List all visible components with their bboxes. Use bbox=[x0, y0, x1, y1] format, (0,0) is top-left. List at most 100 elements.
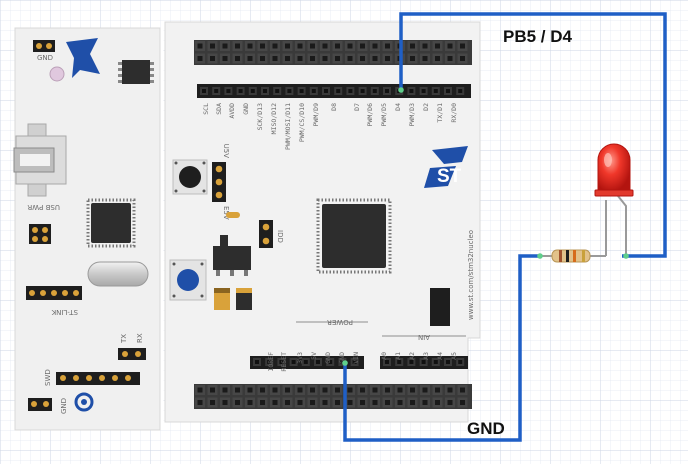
header-pin-hole bbox=[275, 89, 280, 93]
morpho-pin-hole bbox=[297, 56, 303, 61]
morpho-pin-hole bbox=[197, 43, 203, 49]
pin-label: A4 bbox=[436, 352, 444, 360]
pin-label: PWM/CS/D10 bbox=[298, 103, 306, 142]
header-pin-hole bbox=[421, 360, 426, 364]
header-pin-hole bbox=[311, 89, 316, 93]
header-pin-hole bbox=[409, 360, 414, 364]
morpho-pin-hole bbox=[410, 43, 415, 49]
morpho-pin-hole bbox=[247, 56, 253, 61]
pin-label: SCL bbox=[202, 103, 210, 115]
morpho-pin-hole bbox=[222, 56, 228, 61]
morpho-pin-hole bbox=[335, 56, 340, 61]
pin-label: 3V3 bbox=[296, 352, 304, 364]
pin-label: D7 bbox=[353, 103, 361, 111]
stlink-eeprom bbox=[118, 60, 154, 84]
header-pin-hole bbox=[397, 360, 402, 364]
morpho-pin-hole bbox=[410, 387, 415, 393]
header-pin-hole bbox=[360, 89, 365, 93]
header-pin-hole bbox=[348, 89, 353, 93]
pin-label: RESET bbox=[280, 352, 288, 372]
pin-label: A1 bbox=[394, 352, 402, 360]
pin-label: VIN bbox=[352, 352, 360, 364]
wire-pb5-to-led bbox=[399, 12, 667, 258]
morpho-pin-hole bbox=[272, 400, 278, 405]
st-logo-text: ST bbox=[437, 166, 462, 187]
morpho-pin-hole bbox=[197, 400, 203, 405]
power-select-jumper bbox=[212, 162, 226, 202]
morpho-pin-hole bbox=[210, 387, 215, 393]
header-pin-hole bbox=[458, 89, 463, 93]
pin-label: GND bbox=[324, 352, 332, 364]
morpho-pin-hole bbox=[285, 43, 290, 49]
header-pin-hole bbox=[303, 360, 308, 364]
header-pin-hole bbox=[433, 89, 438, 93]
header-pin-hole bbox=[291, 360, 296, 364]
header-pin-hole bbox=[287, 89, 292, 93]
voltage-regulator bbox=[213, 235, 251, 276]
tx-label: TX bbox=[120, 334, 128, 344]
resistor-endpoint bbox=[537, 253, 543, 259]
stlink-swd-header bbox=[26, 286, 82, 300]
morpho-pin-hole bbox=[222, 400, 228, 405]
header-pin-hole bbox=[446, 89, 450, 93]
morpho-pin-hole bbox=[397, 387, 403, 393]
morpho-pin-hole bbox=[422, 400, 428, 405]
morpho-pin-hole bbox=[310, 43, 315, 49]
pin-label: D8 bbox=[330, 103, 338, 111]
morpho-pin-hole bbox=[385, 387, 390, 393]
morpho-pin-hole bbox=[460, 56, 465, 61]
st-link-label: ST-LINK bbox=[51, 308, 78, 316]
morpho-pin-hole bbox=[210, 400, 215, 405]
board-logo-icon bbox=[74, 392, 94, 412]
pin-label: A2 bbox=[408, 352, 416, 360]
led-endpoint bbox=[623, 253, 629, 259]
st-logo: ST bbox=[424, 146, 468, 188]
stlink-gnd-pins bbox=[33, 40, 55, 52]
morpho-pin-hole bbox=[310, 400, 315, 405]
morpho-pin-hole bbox=[297, 400, 303, 405]
morpho-pin-hole bbox=[372, 387, 378, 393]
morpho-pin-hole bbox=[247, 43, 253, 49]
header-pin-hole bbox=[458, 360, 463, 364]
morpho-pin-hole bbox=[360, 43, 365, 49]
morpho-pin-hole bbox=[397, 400, 403, 405]
analog-pins bbox=[383, 358, 465, 366]
header-pin-hole bbox=[433, 360, 438, 364]
pin-label: PWM/D6 bbox=[366, 103, 374, 127]
morpho-pin-hole bbox=[235, 56, 240, 61]
idd-label: IDD bbox=[276, 230, 284, 243]
pin-label: PWM/MOSI/D11 bbox=[284, 103, 292, 150]
morpho-pin-hole bbox=[272, 387, 278, 393]
morpho-pin-hole bbox=[260, 56, 265, 61]
morpho-pin-hole bbox=[210, 43, 215, 49]
header-pin-hole bbox=[299, 89, 304, 93]
morpho-pin-hole bbox=[247, 400, 253, 405]
morpho-pin-hole bbox=[335, 43, 340, 49]
morpho-pin-hole bbox=[322, 56, 328, 61]
header-pin-hole bbox=[409, 89, 414, 93]
morpho-pin-hole bbox=[285, 387, 290, 393]
jumper-block bbox=[430, 288, 450, 326]
morpho-pin-hole bbox=[422, 56, 428, 61]
ain-header-label: AIN bbox=[418, 333, 430, 341]
e5v-label: E5V bbox=[222, 206, 230, 220]
pin-label: 5V bbox=[310, 352, 318, 360]
morpho-pin-hole bbox=[460, 400, 465, 405]
header-pin-hole bbox=[421, 89, 426, 93]
morpho-pin-hole bbox=[435, 56, 440, 61]
arduino-digital-pins bbox=[200, 87, 465, 95]
swd-label: SWD bbox=[44, 369, 52, 386]
morpho-header-top bbox=[194, 40, 472, 65]
morpho-pin-hole bbox=[235, 43, 240, 49]
morpho-pin-hole bbox=[385, 400, 390, 405]
morpho-pin-hole bbox=[197, 56, 203, 61]
morpho-pin-hole bbox=[285, 56, 290, 61]
morpho-pin-hole bbox=[335, 400, 340, 405]
morpho-pin-hole bbox=[235, 387, 240, 393]
header-pin-hole bbox=[214, 89, 219, 93]
header-pin-hole bbox=[385, 89, 389, 93]
